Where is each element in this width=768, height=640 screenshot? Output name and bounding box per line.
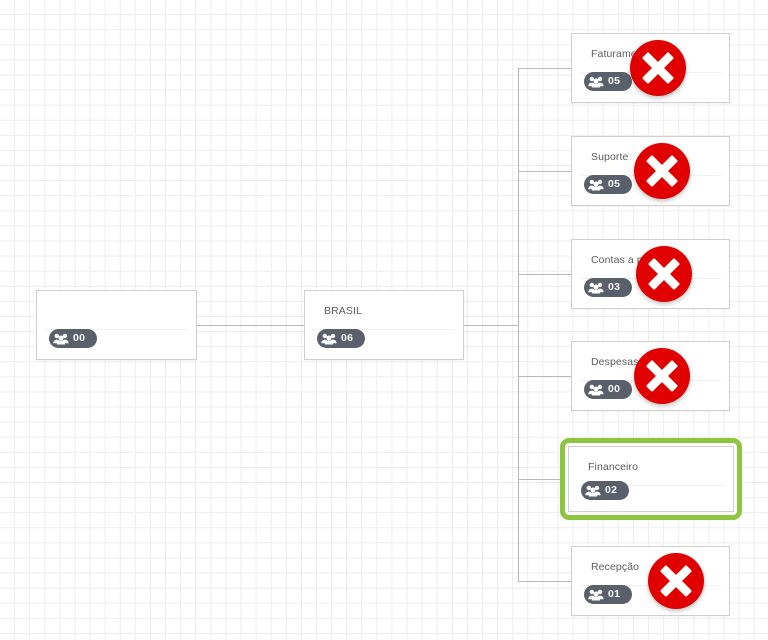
- node-faturamento-member-badge[interactable]: 05: [584, 72, 632, 91]
- node-contas-a-pagar[interactable]: Contas a pagar 03: [571, 239, 730, 309]
- node-suporte-blocked-marker[interactable]: [634, 143, 690, 199]
- node-brasil-member-count: 06: [341, 332, 354, 345]
- node-financeiro-selection-highlight[interactable]: Financeiro 02: [560, 438, 742, 520]
- node-recepcao-member-badge[interactable]: 01: [584, 585, 632, 604]
- node-recepcao-blocked-marker[interactable]: [648, 553, 704, 609]
- edge-trunk-vertical: [518, 68, 519, 582]
- node-financeiro-member-count: 02: [605, 484, 618, 497]
- node-root-member-count: 00: [73, 332, 86, 345]
- people-icon: [321, 333, 337, 345]
- people-icon: [588, 282, 604, 294]
- edge-trunk-to-child-2: [518, 274, 572, 275]
- close-x-icon: [648, 258, 680, 290]
- node-root-member-badge[interactable]: 00: [49, 329, 97, 348]
- node-contas-a-pagar-blocked-marker[interactable]: [636, 246, 692, 302]
- people-icon: [53, 333, 69, 345]
- edge-root-to-brasil: [197, 325, 305, 326]
- edge-trunk-to-child-5: [518, 581, 572, 582]
- edge-brasil-to-trunk: [463, 325, 519, 326]
- node-suporte-member-count: 05: [608, 178, 621, 191]
- node-suporte[interactable]: Suporte 05: [571, 136, 730, 206]
- node-recepcao[interactable]: Recepção 01: [571, 546, 730, 616]
- node-despesas-blocked-marker[interactable]: [634, 348, 690, 404]
- node-divider: [45, 329, 188, 330]
- node-suporte-member-badge[interactable]: 05: [584, 175, 632, 194]
- people-icon: [588, 179, 604, 191]
- node-brasil[interactable]: BRASIL 06: [304, 290, 464, 360]
- people-icon: [588, 384, 604, 396]
- close-x-icon: [642, 52, 674, 84]
- node-contas-a-pagar-member-badge[interactable]: 03: [584, 278, 632, 297]
- node-despesas[interactable]: Despesas 00: [571, 341, 730, 411]
- node-recepcao-title: Recepção: [591, 561, 640, 573]
- node-root[interactable]: 00: [36, 290, 197, 360]
- node-despesas-member-badge[interactable]: 00: [584, 380, 632, 399]
- edge-trunk-to-child-3: [518, 376, 572, 377]
- node-suporte-title: Suporte: [591, 151, 629, 163]
- node-recepcao-member-count: 01: [608, 588, 621, 601]
- node-divider: [313, 329, 455, 330]
- node-brasil-member-badge[interactable]: 06: [317, 329, 365, 348]
- edge-trunk-to-child-0: [518, 68, 572, 69]
- node-faturamento-member-count: 05: [608, 75, 621, 88]
- close-x-icon: [646, 360, 678, 392]
- people-icon: [588, 589, 604, 601]
- close-x-icon: [660, 565, 692, 597]
- edge-trunk-to-child-1: [518, 171, 572, 172]
- node-faturamento-blocked-marker[interactable]: [630, 40, 686, 96]
- node-financeiro[interactable]: Financeiro 02: [568, 446, 734, 512]
- node-despesas-title: Despesas: [591, 356, 639, 368]
- people-icon: [588, 76, 604, 88]
- node-brasil-title: BRASIL: [324, 305, 362, 317]
- node-divider: [577, 485, 725, 486]
- node-faturamento[interactable]: Faturamento 05: [571, 33, 730, 103]
- node-contas-a-pagar-member-count: 03: [608, 281, 621, 294]
- close-x-icon: [646, 155, 678, 187]
- node-financeiro-member-badge[interactable]: 02: [581, 481, 629, 500]
- people-icon: [585, 485, 601, 497]
- node-financeiro-title: Financeiro: [588, 461, 639, 473]
- node-despesas-member-count: 00: [608, 383, 621, 396]
- edge-trunk-to-child-4: [518, 479, 560, 480]
